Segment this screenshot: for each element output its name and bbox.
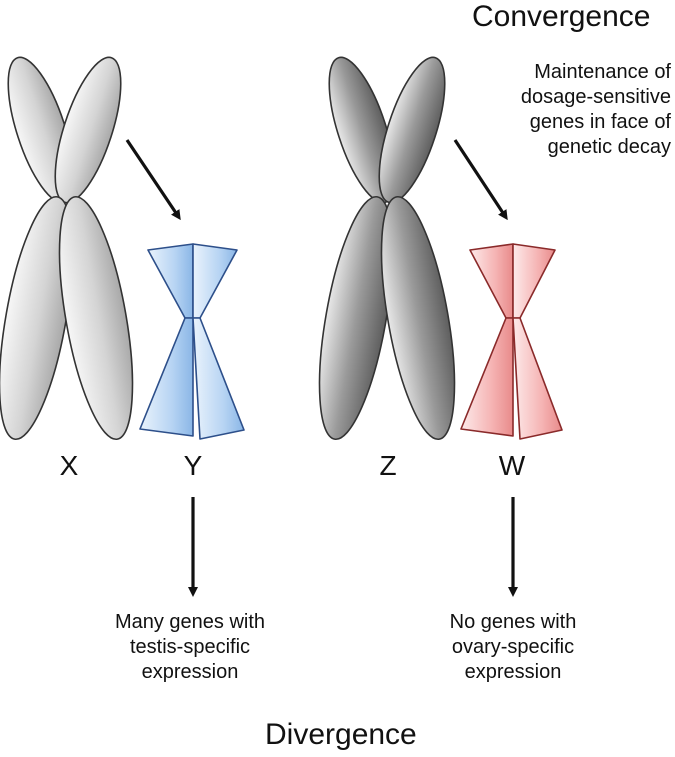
label-x: X (59, 450, 79, 481)
testis-note: Many genes with testis-specific expressi… (70, 610, 310, 685)
ovary-note-line-3: expression (464, 661, 562, 683)
label-z: Z (379, 450, 397, 481)
ovary-note-line-1: No genes with (449, 611, 577, 633)
dosage-note-line-3: genes in face of (529, 111, 671, 133)
dosage-note-line-2: dosage-sensitive (520, 86, 671, 108)
dosage-note-line-4: genetic decay (547, 136, 671, 158)
convergence-title: Convergence (472, 0, 651, 33)
divergence-title: Divergence (265, 718, 417, 751)
ovary-note-line-2: ovary-specific (451, 636, 575, 658)
testis-note-line-1: Many genes with (114, 611, 266, 633)
testis-note-line-3: expression (141, 661, 239, 683)
testis-note-line-2: testis-specific (129, 636, 251, 658)
arrow-z-to-w (453, 139, 508, 221)
dosage-note-line-1: Maintenance of (534, 61, 671, 83)
w-chromosome (460, 243, 563, 440)
ovary-note: No genes with ovary-specific expression (393, 610, 633, 685)
label-y: Y (183, 450, 203, 481)
dosage-note: Maintenance of dosage-sensitive genes in… (445, 60, 671, 160)
x-chromosome (0, 56, 134, 441)
label-w: W (498, 450, 526, 481)
z-chromosome (318, 56, 456, 441)
arrow-x-to-y (125, 139, 181, 221)
y-chromosome (139, 243, 245, 440)
